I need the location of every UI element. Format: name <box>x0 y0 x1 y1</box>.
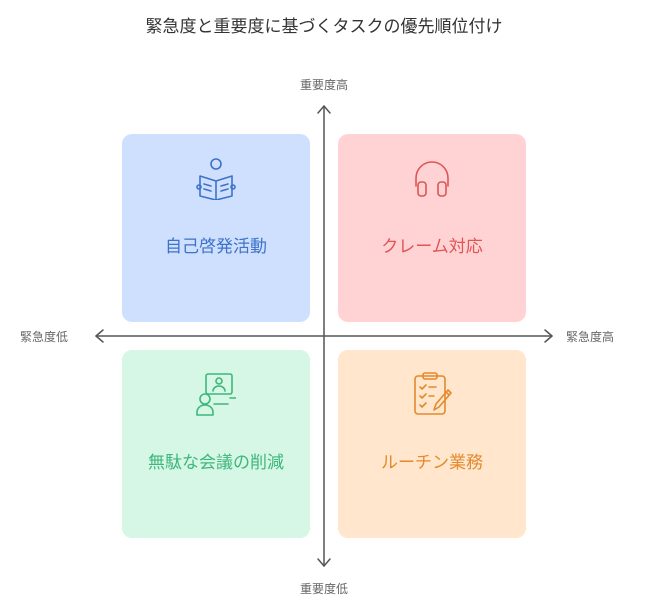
person-reading-book-icon <box>196 156 236 201</box>
axis-label-importance-high: 重要度高 <box>299 78 348 92</box>
clipboard-checklist-icon <box>412 372 452 416</box>
quadrant-label: ルーチン業務 <box>381 453 483 473</box>
quadrant-label: 自己啓発活動 <box>165 237 267 257</box>
video-meeting-icon <box>196 372 237 416</box>
quadrant-routine-work: ルーチン業務 <box>338 350 526 538</box>
quadrant-complaint-handling: クレーム対応 <box>338 134 526 322</box>
quadrant-label: クレーム対応 <box>381 237 483 257</box>
quadrant-reduce-wasteful-meetings: 無駄な会議の削減 <box>122 350 310 538</box>
axis-label-importance-low: 重要度低 <box>299 582 348 596</box>
quadrant-label: 無駄な会議の削減 <box>148 453 284 473</box>
quadrant-self-development: 自己啓発活動 <box>122 134 310 322</box>
vertical-axis-arrow-top <box>317 105 331 114</box>
horizontal-axis-arrow-left <box>95 329 104 343</box>
axis-label-urgency-high: 緊急度高 <box>566 330 615 344</box>
diagram-title: 緊急度と重要度に基づくタスクの優先順位付け <box>145 17 503 37</box>
axis-label-urgency-low: 緊急度低 <box>20 330 69 344</box>
horizontal-axis-arrow-right <box>544 329 553 343</box>
headphones-icon <box>412 156 452 200</box>
vertical-axis-arrow-bottom <box>317 558 331 567</box>
